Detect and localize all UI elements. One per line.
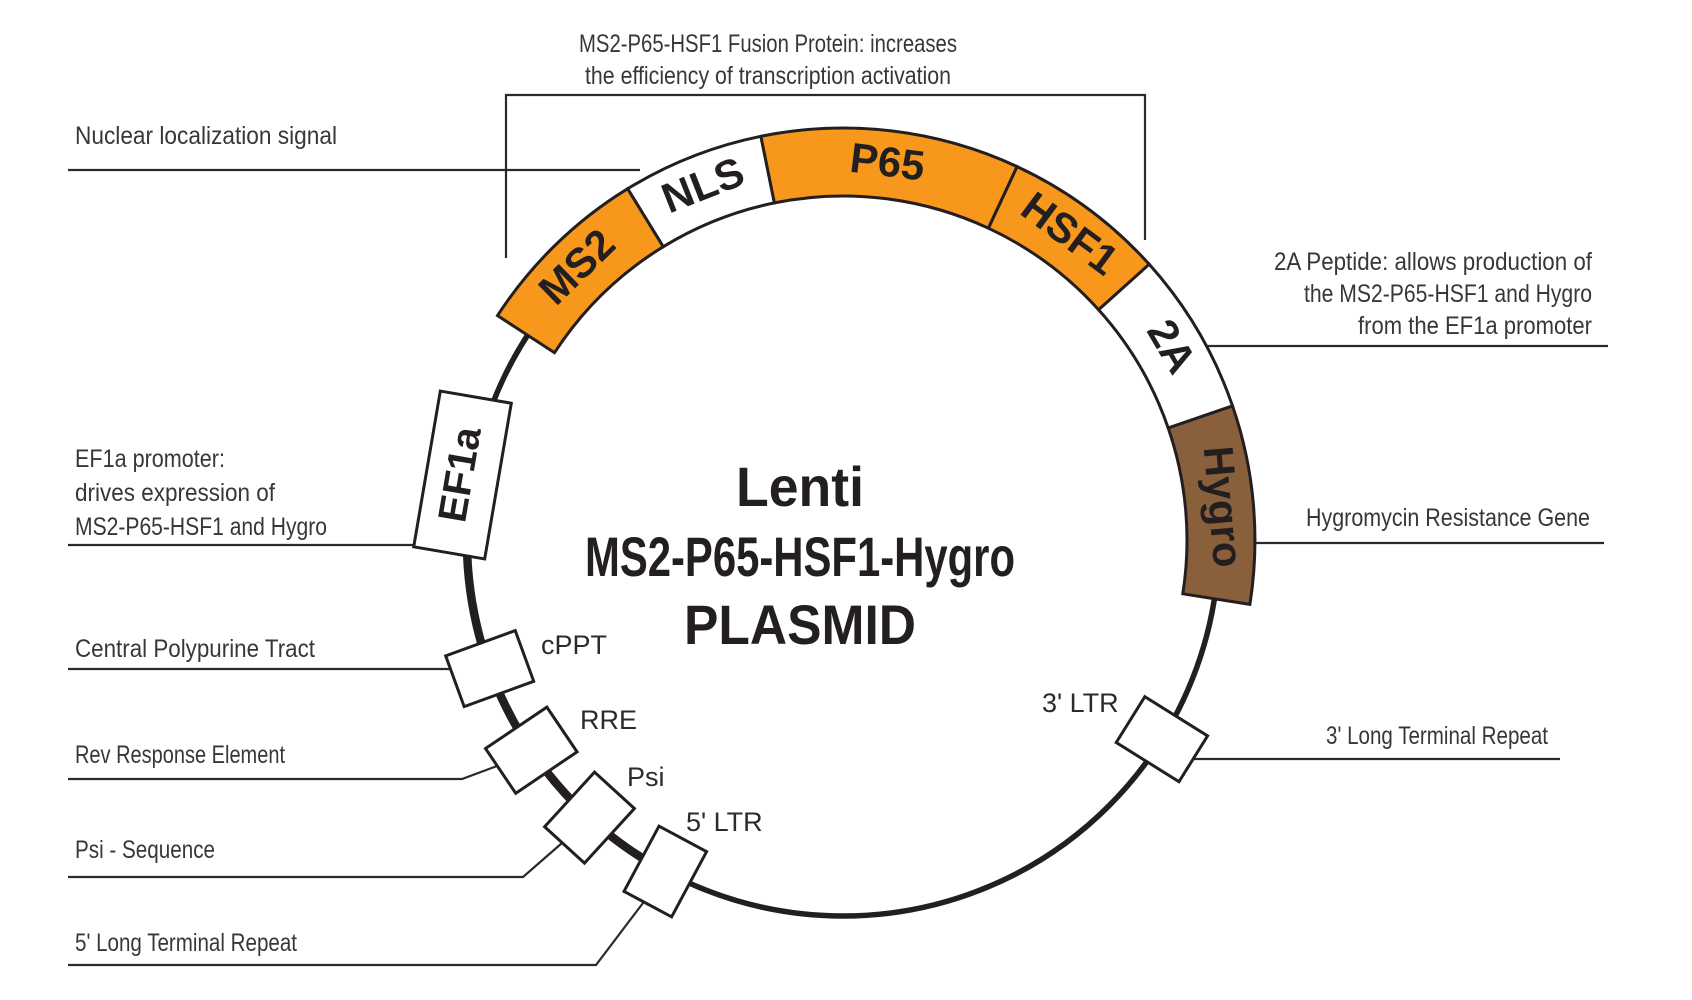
annotation-psi: Psi - Sequence (75, 836, 215, 864)
segment-hygro-label: Hygro (1195, 444, 1252, 569)
marker-rre-label: RRE (580, 705, 637, 735)
annotation-ef1a-line3: MS2-P65-HSF1 and Hygro (75, 513, 327, 541)
segment-p65-label: P65 (847, 134, 927, 190)
marker-box-5ltr (621, 824, 709, 919)
annotation-2a-line1: 2A Peptide: allows production of (1274, 248, 1592, 276)
marker-3ltr-label: 3' LTR (1042, 688, 1119, 718)
rre-leader-line (68, 764, 498, 781)
marker-box-cppt (443, 628, 536, 709)
annotation-3ltr: 3' Long Terminal Repeat (1326, 722, 1548, 750)
annotation-ef1a-line2: drives expression of (75, 479, 275, 507)
marker-cppt-label: cPPT (541, 630, 607, 660)
annotation-nls: Nuclear localization signal (75, 122, 337, 150)
annotation-ef1a: EF1a promoter: drives expression of MS2-… (75, 445, 327, 541)
annotation-2a-peptide: 2A Peptide: allows production of the MS2… (1274, 248, 1592, 340)
annotation-cppt: Central Polypurine Tract (75, 635, 315, 663)
plasmid-title-line2: MS2-P65-HSF1-Hygro (585, 525, 1015, 588)
annotation-5ltr: 5' Long Terminal Repeat (75, 929, 297, 957)
plasmid-title-line1: Lenti (736, 455, 864, 518)
marker-box-psi (542, 769, 637, 866)
marker-box-3ltr (1114, 694, 1210, 784)
annotation-fusion: MS2-P65-HSF1 Fusion Protein: increases t… (579, 30, 957, 90)
ltr5-leader-line (68, 902, 644, 967)
annotation-hygro: Hygromycin Resistance Gene (1306, 504, 1590, 532)
marker-box-ef1a (411, 389, 514, 561)
marker-psi-label: Psi (627, 762, 665, 792)
annotation-rre: Rev Response Element (75, 741, 285, 769)
plasmid-title: Lenti MS2-P65-HSF1-Hygro PLASMID (585, 455, 1015, 656)
annotation-fusion-line1: MS2-P65-HSF1 Fusion Protein: increases (579, 30, 957, 58)
annotation-2a-line2: the MS2-P65-HSF1 and Hygro (1304, 280, 1592, 308)
annotation-fusion-line2: the efficiency of transcription activati… (585, 62, 951, 90)
marker-5ltr-label: 5' LTR (686, 807, 763, 837)
fusion-bracket-line (504, 93, 1147, 258)
annotation-ef1a-line1: EF1a promoter: (75, 445, 225, 473)
plasmid-title-line3: PLASMID (684, 593, 916, 656)
annotation-2a-line3: from the EF1a promoter (1358, 312, 1592, 340)
marker-box-rre (483, 705, 580, 796)
psi-leader-line (68, 842, 563, 879)
segment-hygro (1166, 403, 1257, 607)
